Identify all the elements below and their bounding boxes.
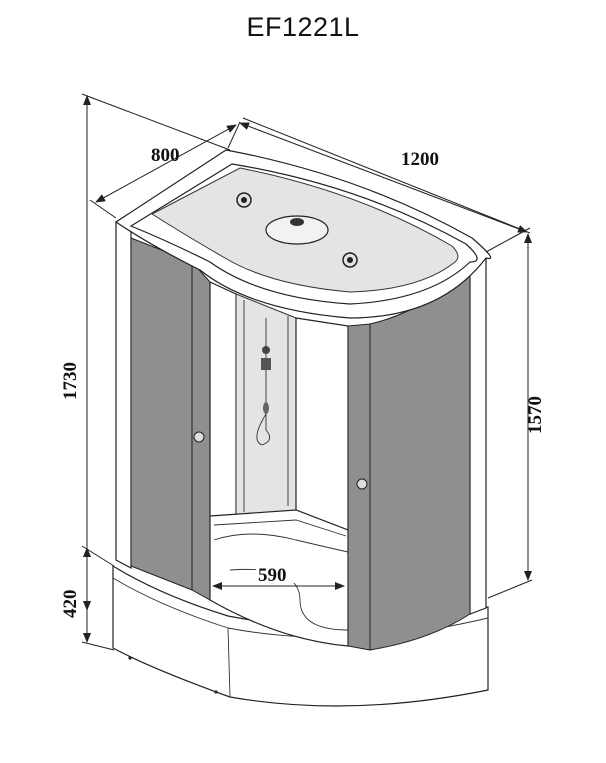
dimension-cabin-height-label: 1570 <box>525 396 546 434</box>
mixer-icon <box>262 346 270 354</box>
dimension-length: 1200 <box>239 117 531 253</box>
right-frame <box>469 257 487 615</box>
dimension-total-height-label: 1730 <box>60 362 81 400</box>
dimension-cabin-height: 1570 <box>487 233 546 599</box>
left-door-panel <box>191 260 211 601</box>
dimension-tray-height-label: 420 <box>60 590 81 619</box>
dimension-entrance-label: 590 <box>258 565 287 586</box>
light-right-icon <box>342 252 358 268</box>
dimension-width: 800 <box>89 121 241 219</box>
model-title: EF1221L <box>246 12 360 42</box>
cabin-frame <box>115 221 487 615</box>
left-glass-panel <box>130 237 193 591</box>
dimension-length-label: 1200 <box>401 149 439 170</box>
rain-shower-knob-icon <box>290 218 304 226</box>
dimension-entrance: 590 <box>212 565 345 590</box>
dimension-total-height: 1730 <box>60 93 231 611</box>
right-curved-glass <box>369 260 471 651</box>
dimension-tray-height: 420 <box>60 545 115 651</box>
left-handle-icon <box>193 431 205 443</box>
right-handle-icon <box>356 478 368 490</box>
left-frame <box>115 221 132 569</box>
cabin-interior <box>209 281 349 647</box>
dimension-width-label: 800 <box>151 145 180 166</box>
valve-icon <box>261 358 271 370</box>
hand-shower-icon <box>263 402 269 414</box>
